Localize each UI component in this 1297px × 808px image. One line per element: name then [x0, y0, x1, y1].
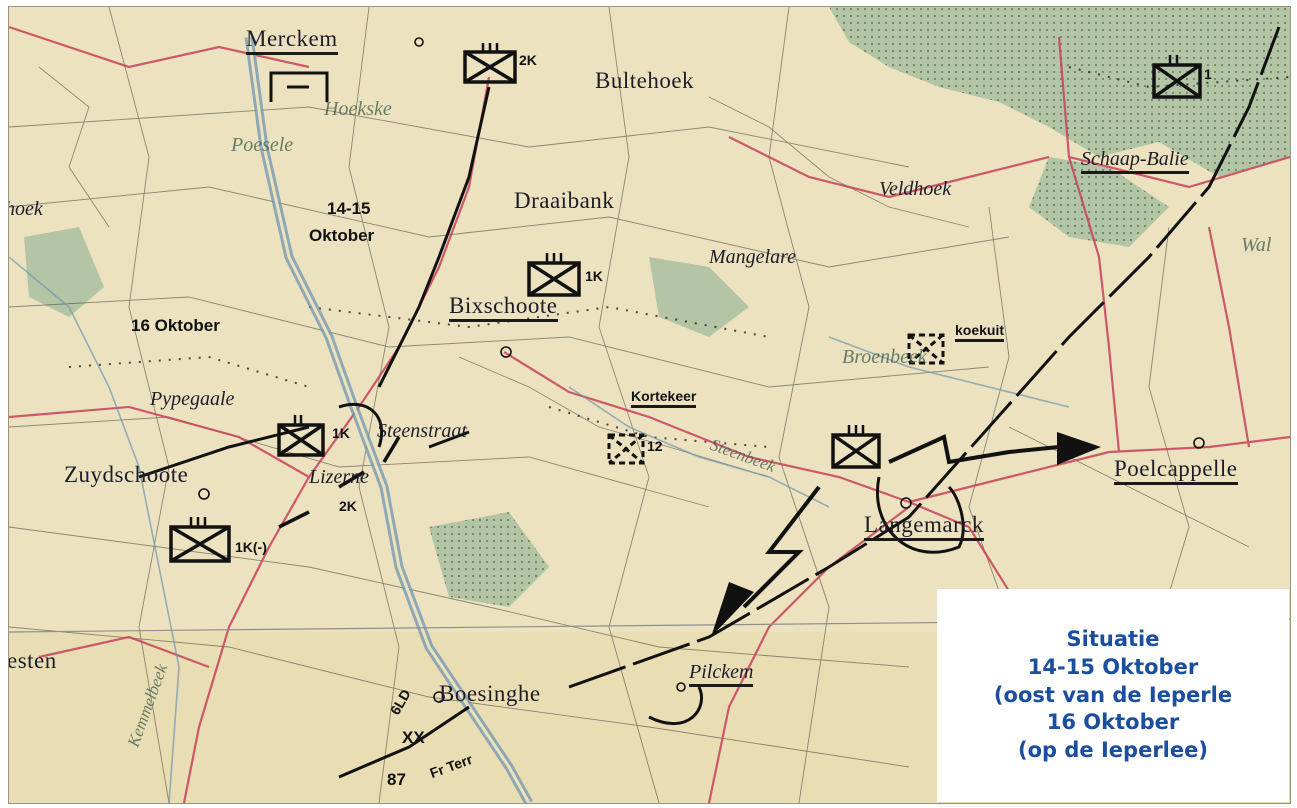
place-broenbeek: Broenbeek: [842, 346, 927, 368]
unit-2k-top-symbol: [463, 43, 517, 84]
boesinghe-line: [338, 705, 470, 779]
annotation-date-16: 16 Oktober: [131, 316, 220, 335]
marker-merckem: [414, 37, 424, 47]
arc-pilckem: [648, 686, 704, 725]
place-poelcappelle: Poelcappelle: [1114, 457, 1238, 485]
unit-koekuit-dashed: [907, 333, 945, 365]
place-langemarck: Langemarck: [864, 513, 984, 541]
bixschoote-dash: [428, 430, 470, 449]
unit-1k-symbol: [527, 253, 581, 297]
place-hoek-left: hoek: [8, 198, 43, 220]
arrow-southwest-shaft: [742, 485, 821, 609]
place-bixschoote: Bixschoote: [449, 294, 558, 322]
place-merckem: Merckem: [246, 27, 338, 55]
front-east: [568, 26, 1281, 689]
stream-1: [9, 256, 180, 803]
marker-boesinghe: [433, 691, 445, 703]
annotation-date-14-15: 14-15: [327, 199, 371, 218]
road-east-2: [1207, 226, 1251, 448]
unit-12-dashed: [607, 433, 645, 465]
annotation-date-oktober: Oktober: [309, 226, 375, 245]
place-lizerne: Lizerne: [309, 466, 369, 488]
unit-label-xx: XX: [402, 728, 425, 747]
legend-line-2: 14-15 Oktober: [1027, 654, 1199, 679]
arrow-poelcappelle-shaft: [888, 434, 1060, 465]
canal-inner: [247, 36, 531, 803]
unit-2-1k-symbol: [277, 415, 325, 457]
legend-line-4: 16 Oktober: [1046, 710, 1180, 735]
marker-zuydschoote: [198, 488, 210, 500]
field-boundaries: [9, 7, 1250, 803]
unit-symbols: [169, 43, 1202, 563]
unit-label-1k-paren: 1K: [332, 425, 350, 441]
place-boesinghe: Boesinghe: [439, 681, 541, 706]
place-pypegaale: Pypegaale: [150, 388, 235, 410]
arc-zuydschoote: [338, 402, 384, 448]
place-kortekeer: Kortekeer: [631, 389, 697, 408]
legend-box: Situatie 14-15 Oktober (oost van de Iepe…: [937, 589, 1289, 802]
unit-1k-minus-symbol: [169, 517, 231, 563]
stream-3: [828, 336, 1070, 408]
unit-label-87: 87: [387, 770, 406, 789]
place-veldhoek: Veldhoek: [879, 178, 952, 200]
place-bultehoek: Bultehoek: [595, 68, 695, 93]
place-esten: esten: [8, 648, 57, 673]
unit-label-1k-minus: 1K(-): [235, 539, 267, 555]
place-hoekske: Hoekske: [324, 98, 392, 120]
road-west-1: [9, 405, 310, 478]
road-pilckem: [707, 506, 910, 803]
unit-ne-symbol: [1152, 55, 1202, 99]
unit-label-1k: 1K: [585, 268, 603, 284]
forest-center: [649, 257, 749, 337]
dotted-tracks: [68, 66, 1290, 448]
forest-dot-texture: [429, 7, 1290, 607]
front-lines: [138, 26, 1281, 779]
place-steenstraat: Steenstraat: [377, 420, 467, 442]
merckem-bracket-symbol: [269, 71, 329, 102]
road-langemarck-poelcappelle: [908, 435, 1290, 504]
arrow-southwest-head: [711, 582, 754, 637]
place-pilckem: Pilckem: [689, 662, 754, 687]
unit-label-2k-mid: 2K: [339, 498, 357, 514]
front-16: [138, 425, 310, 479]
unit-label-1-right: 1: [1204, 66, 1212, 82]
unit-label-2k-top: 2K: [519, 52, 537, 68]
place-schaap-balie: Schaap-Balie: [1081, 149, 1189, 174]
road-veldhoek: [728, 136, 1050, 199]
marker-poelcappelle: [1193, 437, 1205, 449]
legend-line-5: (op de Ieperlee): [1018, 738, 1208, 763]
annotation-koekuit: koekuit: [955, 323, 1005, 342]
legend-line-1: Situatie: [1066, 627, 1160, 652]
arc-langemarck: [876, 476, 965, 554]
road-west-3: [38, 635, 210, 669]
legend-line-3: (oost van de Ieperle: [993, 682, 1233, 707]
dash-lizerne: [278, 436, 401, 529]
front-14-15: [377, 86, 491, 388]
place-wal: Wal: [1241, 234, 1272, 256]
stream-2: [568, 386, 830, 508]
road-east-north: [1067, 156, 1121, 453]
canal: [9, 36, 1070, 803]
place-markers: [198, 37, 1205, 703]
place-zuydschoote: Zuydschoote: [64, 462, 189, 487]
arrow-poelcappelle-head: [1057, 432, 1101, 465]
marker-pilckem: [676, 682, 686, 692]
unit-label-12: 12: [647, 438, 663, 454]
marker-bixschoote: [500, 346, 512, 358]
forest-west: [24, 227, 104, 317]
road-west-2: [9, 25, 310, 69]
marker-langemarck: [900, 497, 912, 509]
attack-arrows: [711, 432, 1101, 637]
red-roads: [9, 25, 1290, 803]
place-mangelare: Mangelare: [709, 246, 797, 268]
road-north-south: [182, 76, 491, 803]
place-draaibank: Draaibank: [514, 188, 615, 213]
unit-east-symbol: [831, 425, 881, 469]
place-poesele: Poesele: [231, 134, 294, 156]
